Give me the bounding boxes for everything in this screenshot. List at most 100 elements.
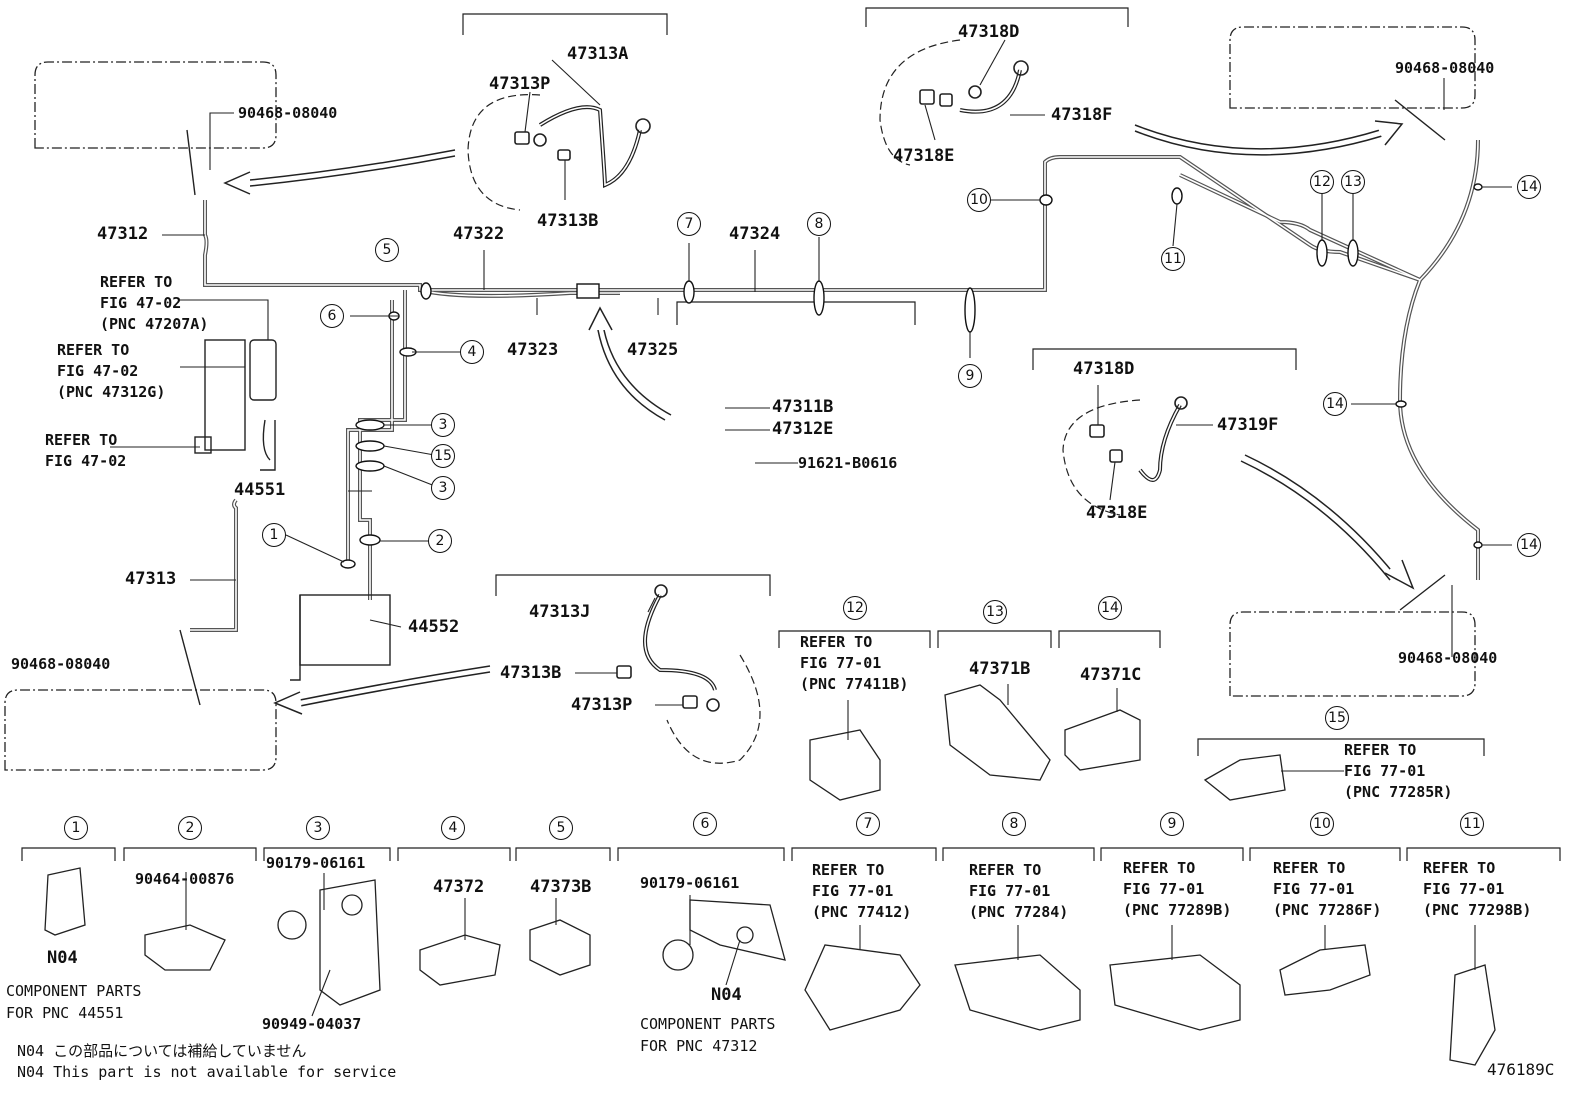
- callout-2a: 2: [428, 529, 452, 553]
- label-bolt-top-left: 90468-08040: [238, 104, 338, 122]
- label-47313P-bot: 47313P: [571, 695, 633, 715]
- clamp-10: [1039, 194, 1053, 206]
- callout-11a: 11: [1161, 247, 1185, 271]
- callout-13b: 13: [983, 600, 1007, 624]
- label-90464-00876: 90464-00876: [135, 870, 235, 888]
- callout-14a: 14: [1517, 175, 1541, 199]
- label-90949-04037: 90949-04037: [262, 1015, 362, 1033]
- outline-rear-right: [1229, 611, 1476, 697]
- callout-6: 6: [320, 304, 344, 328]
- leader-lines: [110, 78, 1512, 657]
- joint-47323-47325: [576, 283, 600, 299]
- callout-15a: 15: [431, 444, 455, 468]
- detail-circles: [467, 39, 1141, 764]
- callout-5b: 5: [549, 816, 573, 840]
- label-90179-06161-a: 90179-06161: [266, 854, 366, 872]
- callout-7b: 7: [856, 812, 880, 836]
- label-47323: 47323: [507, 340, 559, 360]
- label-n04-a: N04: [47, 948, 78, 968]
- label-47313J: 47313J: [529, 602, 591, 622]
- footnote-english: N04 This part is not available for servi…: [17, 1063, 397, 1081]
- hoses: [514, 60, 1188, 712]
- clip-13: [944, 684, 1051, 781]
- label-bolt-bottom-right: 90468-08040: [1398, 649, 1498, 667]
- label-47371C: 47371C: [1080, 665, 1142, 685]
- label-47372: 47372: [433, 877, 485, 897]
- callout-3c: 3: [306, 816, 330, 840]
- clip-4: [419, 934, 501, 986]
- clamp-11: [1171, 187, 1183, 205]
- footnote-japanese: N04 この部品については補給していません: [17, 1042, 307, 1060]
- clamp-1: [340, 559, 356, 569]
- callout-3b: 3: [431, 476, 455, 500]
- flow-arrows: [223, 120, 1415, 715]
- label-90179-06161-b: 90179-06161: [640, 874, 740, 892]
- label-47311B: 47311B: [772, 397, 834, 417]
- clip-12: [809, 729, 881, 801]
- callout-2b: 2: [178, 816, 202, 840]
- label-47312E: 47312E: [772, 419, 834, 439]
- outline-rear-left: [4, 689, 277, 771]
- label-47313A: 47313A: [567, 44, 629, 64]
- callout-1a: 1: [262, 523, 286, 547]
- clip-10: [1279, 944, 1371, 996]
- callout-8a: 8: [807, 212, 831, 236]
- clamp-2: [359, 534, 381, 546]
- callout-7a: 7: [677, 212, 701, 236]
- callout-10b: 10: [1310, 812, 1334, 836]
- clamp-5: [420, 282, 432, 300]
- callout-13a: 13: [1341, 170, 1365, 194]
- callout-1b: 1: [64, 816, 88, 840]
- group-brackets: [21, 7, 1561, 861]
- label-47325: 47325: [627, 340, 679, 360]
- clip-9: [1109, 954, 1241, 1031]
- clip-1: [44, 867, 86, 936]
- label-47322: 47322: [453, 224, 505, 244]
- outline-front-left: [34, 61, 277, 149]
- figure-id: 476189C: [1487, 1060, 1555, 1079]
- callout-14d: 14: [1098, 596, 1122, 620]
- clip-6: [689, 899, 786, 961]
- clip-15: [1203, 754, 1286, 801]
- clamp-9: [964, 287, 976, 333]
- label-bolt-top-right: 90468-08040: [1395, 59, 1495, 77]
- valve-assembly: [179, 99, 1446, 706]
- label-bolt-bottom-left: 90468-08040: [11, 655, 111, 673]
- label-47318D-top: 47318D: [958, 22, 1020, 42]
- clamp-3a: [355, 419, 385, 431]
- vehicle-outlines: [4, 26, 1476, 771]
- label-47371B: 47371B: [969, 659, 1031, 679]
- label-47313B-bot: 47313B: [500, 663, 562, 683]
- clamp-13: [1347, 239, 1359, 267]
- clip-11: [1449, 964, 1496, 1066]
- callout-12a: 12: [1310, 170, 1334, 194]
- clamp-15: [355, 440, 385, 452]
- label-47318E-mid: 47318E: [1086, 503, 1148, 523]
- clip-3: [319, 879, 381, 1006]
- callout-11b: 11: [1460, 812, 1484, 836]
- clip-2: [144, 924, 226, 971]
- clamp-14c: [1473, 541, 1483, 549]
- label-47313: 47313: [125, 569, 177, 589]
- clip-5: [529, 919, 591, 976]
- line-clamps: [340, 183, 1483, 569]
- clamp-14a: [1473, 183, 1483, 191]
- label-47319F: 47319F: [1217, 415, 1279, 435]
- brake-lines: [190, 139, 1480, 632]
- label-47313P-top: 47313P: [489, 74, 551, 94]
- label-44551: 44551: [234, 480, 286, 500]
- clip-7: [804, 944, 921, 1031]
- clamp-3b: [355, 460, 385, 472]
- callout-14c: 14: [1517, 533, 1541, 557]
